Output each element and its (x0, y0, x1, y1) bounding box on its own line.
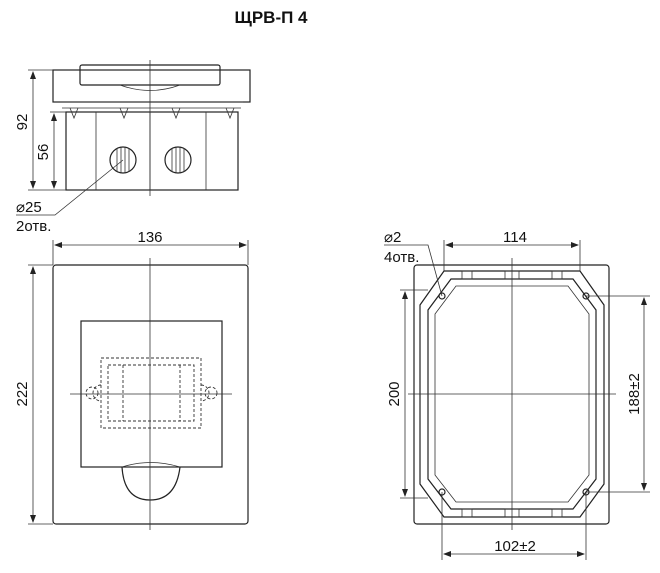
side-view: 92 56 ⌀25 2отв. (14, 60, 251, 235)
dim-front-width: 136 (137, 229, 162, 246)
dim-mount-hole-diameter: ⌀2 (384, 229, 401, 246)
dim-mount-hole-count: 4отв. (384, 249, 419, 266)
drawing-title: ЩРВ-П 4 (235, 8, 309, 27)
dim-mount-height: 188±2 (626, 373, 643, 415)
dim-hole-diameter: ⌀25 (16, 199, 42, 216)
dim-mount-width: 102±2 (494, 538, 536, 555)
front-view: 136 222 (14, 229, 249, 530)
dim-back-width-top: 114 (503, 229, 527, 246)
dim-front-height: 222 (14, 381, 31, 406)
side-view-body (65, 111, 239, 191)
dim-hole-count: 2отв. (16, 218, 51, 235)
back-view-outer-frame (419, 270, 605, 518)
front-view-frame (52, 264, 249, 525)
side-view-knockout-left (109, 146, 137, 174)
back-view-inner-frame (427, 278, 597, 510)
dim-height-body: 56 (35, 144, 52, 161)
side-view-knockout-right (164, 146, 192, 174)
dim-height-total: 92 (14, 114, 31, 131)
back-view: 114 200 188±2 102±2 ⌀2 4отв. (384, 229, 650, 560)
mount-hole-top-left (438, 292, 446, 300)
back-view-frame (413, 264, 610, 525)
dim-back-height: 200 (386, 381, 403, 406)
front-view-din-window (100, 357, 202, 429)
front-view-handle (121, 466, 181, 501)
